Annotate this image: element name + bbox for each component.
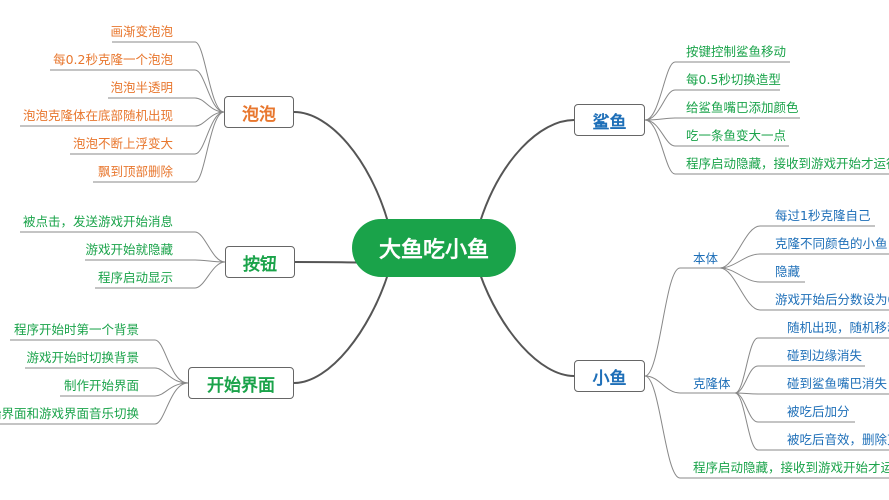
fish-clone-node[interactable]: 克隆体 (693, 376, 731, 391)
clone-leaf-4: 被吃后加分 (787, 404, 850, 419)
branch-small-fish[interactable]: 小鱼 (574, 360, 645, 392)
bubble-leaf-6: 飘到顶部删除 (97, 164, 173, 179)
clone-leaf-5: 被吃后音效，删除克隆体 (787, 432, 889, 447)
branch-shark[interactable]: 鲨鱼 (574, 104, 645, 136)
body-leaf-2: 克隆不同颜色的小鱼 (775, 236, 888, 251)
body-leaf-3: 隐藏 (775, 264, 801, 279)
clone-leaf-1: 随机出现，随机移动 (787, 320, 889, 335)
shark-leaf-1: 按键控制鲨鱼移动 (686, 44, 787, 59)
button-leaf-2: 游戏开始就隐藏 (85, 242, 173, 257)
body-leaf-1: 每过1秒克隆自己 (775, 208, 871, 223)
start-leaf-2: 游戏开始时切换背景 (26, 350, 139, 365)
shark-leaf-2: 每0.5秒切换造型 (686, 72, 781, 87)
button-leaf-3: 程序启动显示 (97, 270, 173, 285)
bubble-leaf-1: 画渐变泡泡 (110, 24, 173, 39)
start-leaf-4: 开始界面和游戏界面音乐切换 (0, 406, 139, 421)
bubble-leaf-5: 泡泡不断上浮变大 (72, 136, 173, 151)
clone-leaf-2: 碰到边缘消失 (787, 348, 863, 363)
bubble-leaf-2: 每0.2秒克隆一个泡泡 (53, 52, 173, 67)
button-leaf-1: 被点击，发送游戏开始消息 (22, 214, 173, 229)
fish-body-node[interactable]: 本体 (693, 251, 719, 266)
start-leaf-3: 制作开始界面 (63, 378, 139, 393)
central-topic[interactable]: 大鱼吃小鱼 (352, 219, 516, 277)
body-leaf-4: 游戏开始后分数设为0 (775, 292, 889, 307)
branch-start-screen[interactable]: 开始界面 (188, 367, 294, 399)
shark-leaf-3: 给鲨鱼嘴巴添加颜色 (686, 100, 799, 115)
shark-leaf-5: 程序启动隐藏，接收到游戏开始才运行 (686, 156, 889, 171)
bubble-leaf-4: 泡泡克隆体在底部随机出现 (22, 108, 173, 123)
branch-button[interactable]: 按钮 (225, 246, 295, 278)
clone-leaf-3: 碰到鲨鱼嘴巴消失 (787, 376, 888, 391)
start-leaf-1: 程序开始时第一个背景 (13, 322, 139, 337)
fish-extra-leaf: 程序启动隐藏，接收到游戏开始才运行 (693, 460, 889, 475)
shark-leaf-4: 吃一条鱼变大一点 (686, 128, 787, 143)
bubble-leaf-3: 泡泡半透明 (110, 80, 173, 95)
branch-bubble[interactable]: 泡泡 (224, 96, 294, 128)
